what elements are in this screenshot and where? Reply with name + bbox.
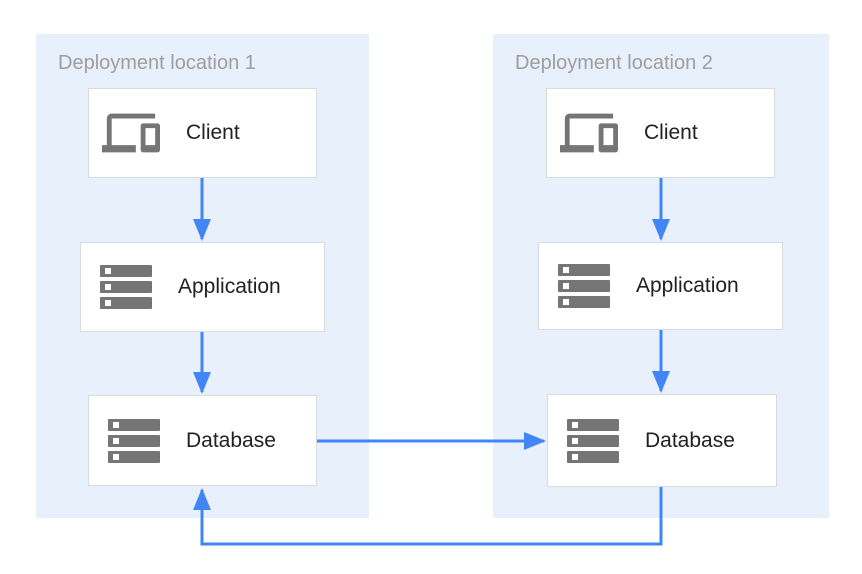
node-label: Application: [178, 275, 281, 298]
node-database-location2: Database: [547, 394, 777, 487]
node-client-location1: Client: [88, 88, 317, 178]
server-stack-icon: [567, 418, 619, 463]
node-application-location1: Application: [80, 242, 325, 332]
server-stack-icon: [100, 265, 152, 309]
node-label: Database: [645, 428, 735, 452]
panel-title: Deployment location 2: [515, 52, 713, 74]
node-label: Client: [644, 121, 698, 144]
node-label: Database: [186, 428, 276, 452]
panel-title: Deployment location 1: [58, 52, 256, 74]
server-stack-icon: [558, 264, 610, 308]
devices-icon: [102, 104, 160, 162]
devices-icon: [560, 104, 618, 162]
server-stack-icon: [108, 418, 160, 463]
node-label: Client: [186, 121, 240, 144]
node-client-location2: Client: [546, 88, 775, 178]
node-database-location1: Database: [88, 395, 317, 486]
node-application-location2: Application: [538, 242, 783, 330]
node-label: Application: [636, 274, 739, 297]
